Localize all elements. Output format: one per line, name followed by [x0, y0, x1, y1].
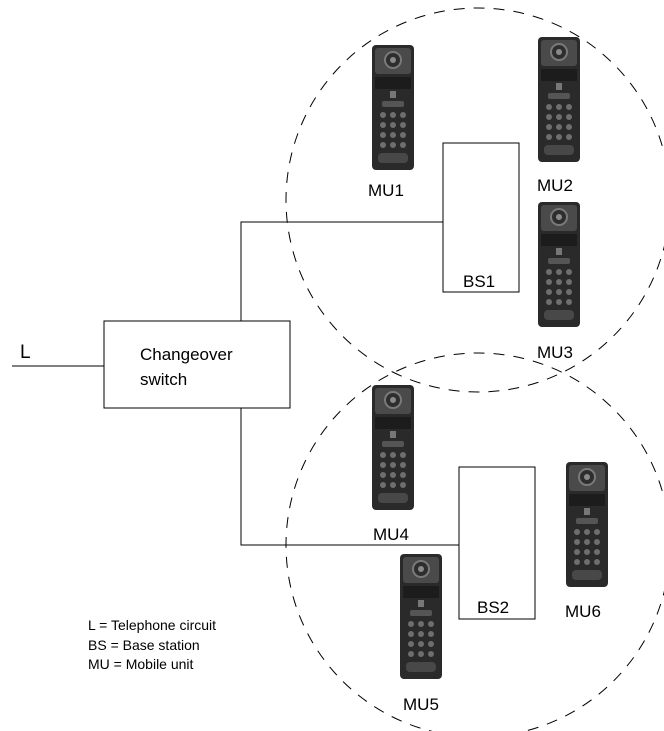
legend-item-base-station: BS = Base station — [88, 637, 200, 653]
legend-item-mobile-unit: MU = Mobile unit — [88, 656, 194, 672]
mobile-phone-icon — [371, 384, 415, 511]
legend-item-line: L = Telephone circuit — [88, 617, 216, 633]
changeover-switch-box — [103, 320, 291, 409]
mobile-unit-6-label: MU6 — [565, 602, 601, 621]
mobile-phone-icon — [537, 201, 581, 328]
line-label: L — [20, 342, 31, 363]
coverage-cell-1 — [285, 7, 664, 393]
mobile-phone-icon — [565, 461, 609, 588]
mobile-phone-icon — [371, 44, 415, 171]
base-station-2-box — [458, 466, 536, 620]
mobile-unit-1-label: MU1 — [368, 181, 404, 200]
base-station-1-label: BS1 — [463, 272, 495, 291]
switch-label-line2: switch — [140, 370, 187, 389]
mobile-unit-3-label: MU3 — [537, 343, 573, 362]
mobile-unit-4-label: MU4 — [373, 525, 409, 544]
switch-label-line1: Changeover — [140, 345, 233, 364]
legend: L = Telephone circuit BS = Base station … — [88, 617, 216, 672]
base-station-1-box — [442, 142, 520, 293]
link-to-bs2 — [240, 408, 459, 546]
mobile-phone-icon — [399, 553, 443, 680]
mobile-unit-2-label: MU2 — [537, 176, 573, 195]
mobile-phone-icon — [537, 36, 581, 163]
mobile-unit-5-label: MU5 — [403, 695, 439, 714]
base-station-2-label: BS2 — [477, 598, 509, 617]
link-to-bs1 — [240, 221, 443, 321]
